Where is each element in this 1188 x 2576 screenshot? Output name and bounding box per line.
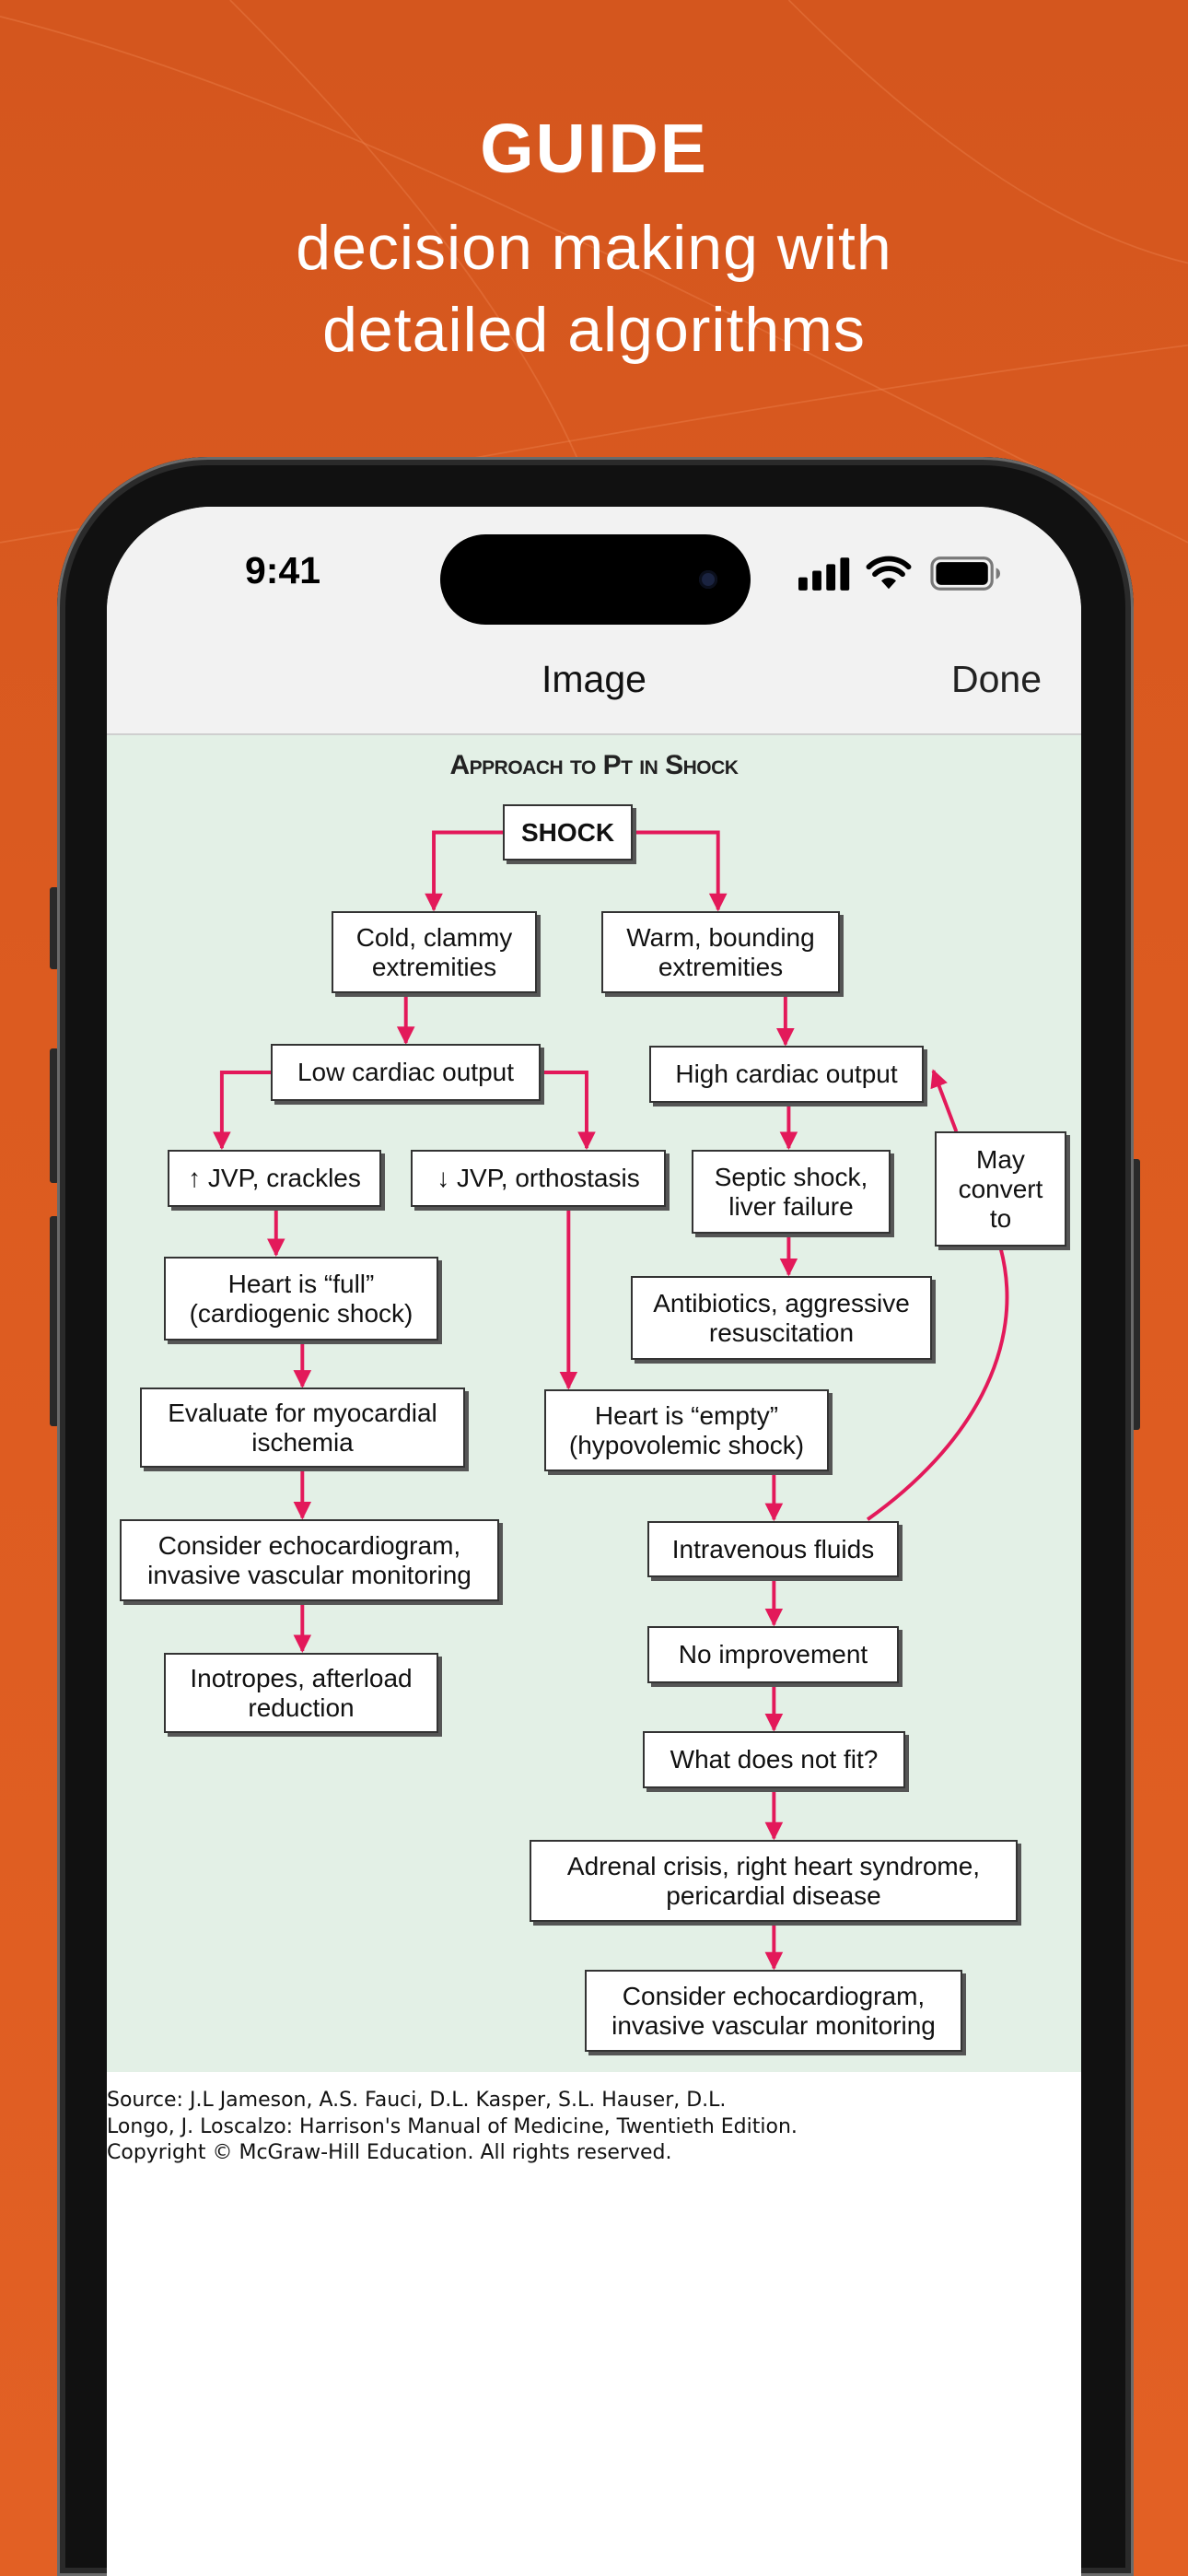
arrow [930, 1069, 959, 1132]
battery-icon [930, 556, 1000, 591]
volume-up-button [50, 1048, 59, 1183]
node-jvp-orthostasis: ↓ JVP, orthostasis [411, 1150, 666, 1207]
promo-subtitle: decision making with detailed algorithms [296, 213, 892, 365]
flowchart-title: Approach to Pt in Shock [449, 750, 739, 780]
done-button[interactable]: Done [950, 658, 1042, 700]
arrow [541, 1071, 596, 1151]
node-echo-right: Consider echocardiogram, invasive vascul… [585, 1970, 962, 2052]
status-bar: 9:41 [107, 507, 1081, 638]
action-button [50, 887, 59, 969]
node-jvp-crackles: ↑ JVP, crackles [168, 1150, 381, 1207]
flowchart-image[interactable]: Approach to Pt in Shock [107, 735, 1081, 2072]
node-antibiotics: Antibiotics, aggressive resuscitation [631, 1276, 932, 1360]
promo-title: GUIDE [480, 110, 708, 187]
node-evaluate-ischemia: Evaluate for myocardial ischemia [140, 1388, 465, 1468]
node-intravenous-fluids: Intravenous fluids [647, 1521, 899, 1577]
node-cold-clammy: Cold, clammy extremities [332, 911, 537, 993]
wifi-icon [866, 556, 912, 590]
node-what-does-not-fit: What does not fit? [643, 1731, 905, 1788]
camera-icon [699, 570, 717, 589]
node-warm-bounding: Warm, bounding extremities [601, 911, 840, 993]
volume-down-button [50, 1216, 59, 1426]
arrow [425, 830, 503, 912]
arrow [866, 1247, 1009, 1521]
source-citation: Source: J.L Jameson, A.S. Fauci, D.L. Ka… [107, 2089, 798, 2164]
node-heart-full: Heart is “full” (cardiogenic shock) [164, 1257, 438, 1341]
arrow [213, 1071, 272, 1151]
node-no-improvement: No improvement [647, 1626, 899, 1683]
status-time: 9:41 [245, 549, 321, 591]
nav-title: Image [542, 658, 646, 700]
arrow [632, 830, 728, 912]
node-septic-shock: Septic shock, liver failure [692, 1150, 891, 1234]
node-inotropes: Inotropes, afterload reduction [164, 1653, 438, 1733]
node-low-cardiac-output: Low cardiac output [271, 1044, 541, 1101]
node-shock: SHOCK [503, 804, 633, 861]
flowchart-arrows [213, 830, 1009, 1971]
node-may-convert: May convert to [935, 1131, 1066, 1247]
phone-screen: 9:41 Image Done Approach to Pt in Shock [107, 507, 1081, 2576]
node-high-cardiac-output: High cardiac output [649, 1046, 924, 1103]
node-adrenal-crisis: Adrenal crisis, right heart syndrome, pe… [530, 1840, 1018, 1922]
node-heart-empty: Heart is “empty” (hypovolemic shock) [544, 1389, 829, 1471]
dynamic-island [440, 534, 751, 625]
cellular-signal-icon [798, 557, 850, 591]
side-button [1131, 1159, 1140, 1430]
node-echo-left: Consider echocardiogram, invasive vascul… [120, 1519, 499, 1601]
navigation-bar: Image Done [107, 638, 1081, 735]
